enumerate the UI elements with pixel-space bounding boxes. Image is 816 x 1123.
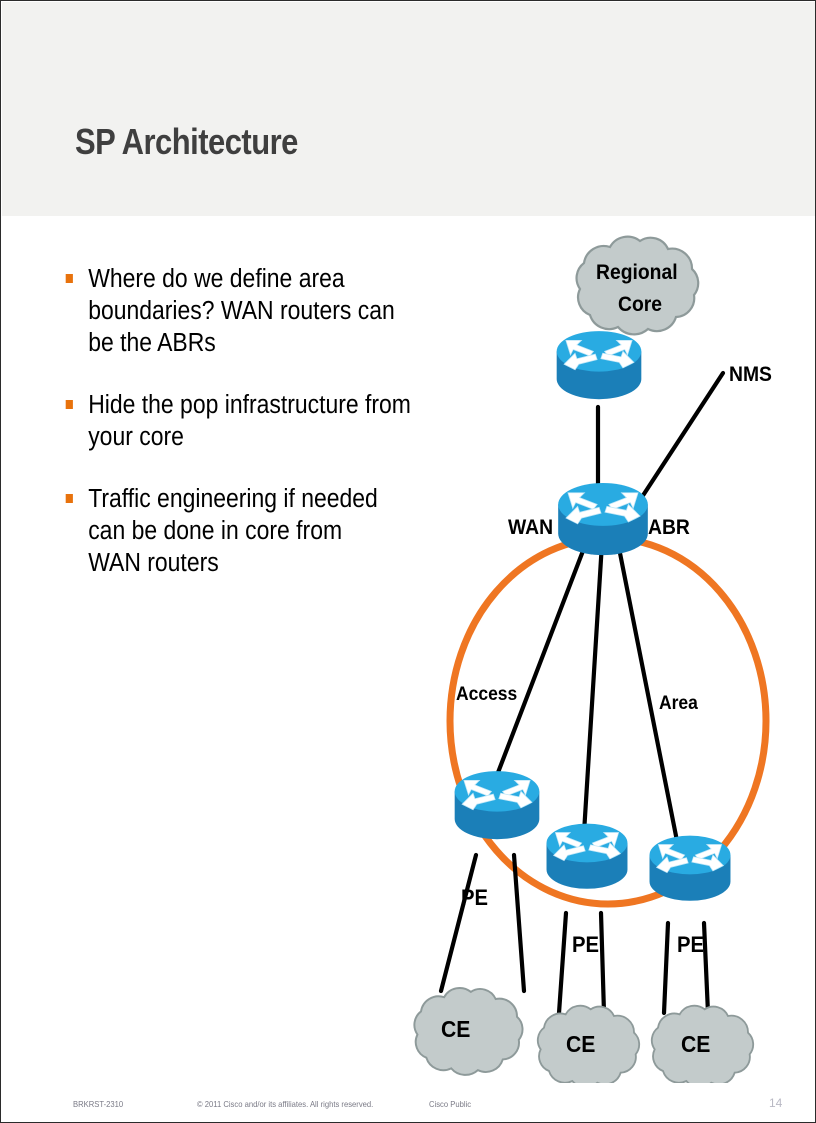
bullet-item: Traffic engineering if needed can be don…: [63, 483, 385, 579]
link-pe2-to-ce2-a: [556, 910, 569, 1016]
pe-router-3: [649, 835, 731, 902]
core-router: [556, 331, 642, 400]
link-wan-to-pe1: [491, 540, 589, 786]
bullet-text: Traffic engineering if needed can be don…: [88, 485, 378, 577]
slide-footer: BRKRST-2310 © 2011 Cisco and/or its affi…: [1, 1093, 815, 1115]
label-pe-1: PE: [461, 885, 489, 910]
label-ce-2: CE: [566, 1031, 596, 1057]
page-number: 14: [769, 1096, 783, 1110]
pe-router-2: [546, 823, 628, 890]
label-ce-1: CE: [441, 1016, 471, 1042]
link-pe3-to-ce3-a: [661, 920, 671, 1016]
link-pe3-to-ce3-b: [701, 920, 711, 1016]
footer-session-code: BRKRST-2310: [73, 1099, 124, 1109]
link-wan-to-pe2: [581, 540, 605, 836]
bullet-text: Where do we define area boundaries? WAN …: [88, 265, 395, 357]
label-area: Area: [659, 693, 698, 714]
pe-router-1: [454, 771, 540, 840]
label-pe-3: PE: [677, 932, 705, 957]
bullet-list: Where do we define area boundaries? WAN …: [63, 263, 443, 609]
label-pe-2: PE: [572, 932, 600, 957]
footer-copyright: © 2011 Cisco and/or its affiliates. All …: [197, 1099, 374, 1109]
bullet-item: Where do we define area boundaries? WAN …: [63, 263, 412, 359]
page-title: SP Architecture: [75, 121, 298, 162]
label-regional-core-line1: Regional: [596, 261, 678, 284]
slide-header-band: [2, 2, 815, 216]
label-ce-3: CE: [681, 1031, 711, 1057]
bullet-marker-icon: [65, 274, 73, 283]
bullet-text: Hide the pop infrastructure from your co…: [88, 391, 411, 451]
wan-abr-router: [557, 483, 649, 556]
regional-core-cloud: [575, 235, 700, 336]
link-pe2-to-ce2-b: [598, 910, 607, 1016]
bullet-item: Hide the pop infrastructure from your co…: [63, 389, 430, 453]
link-nms: [639, 370, 726, 500]
label-access: Access: [456, 684, 518, 705]
link-pe1-to-ce1-b: [511, 852, 527, 994]
label-wan: WAN: [508, 516, 554, 539]
label-regional-core-line2: Core: [618, 293, 663, 316]
network-diagram: Regional Core NMS WAN ABR Access Area PE…: [396, 223, 811, 1083]
link-pe1-to-ce1-a: [438, 852, 479, 994]
label-abr: ABR: [648, 516, 690, 539]
bullet-marker-icon: [65, 400, 73, 409]
label-nms: NMS: [729, 363, 772, 386]
footer-classification: Cisco Public: [429, 1099, 472, 1109]
bullet-marker-icon: [65, 494, 73, 503]
link-wan-to-pe3: [615, 540, 682, 854]
